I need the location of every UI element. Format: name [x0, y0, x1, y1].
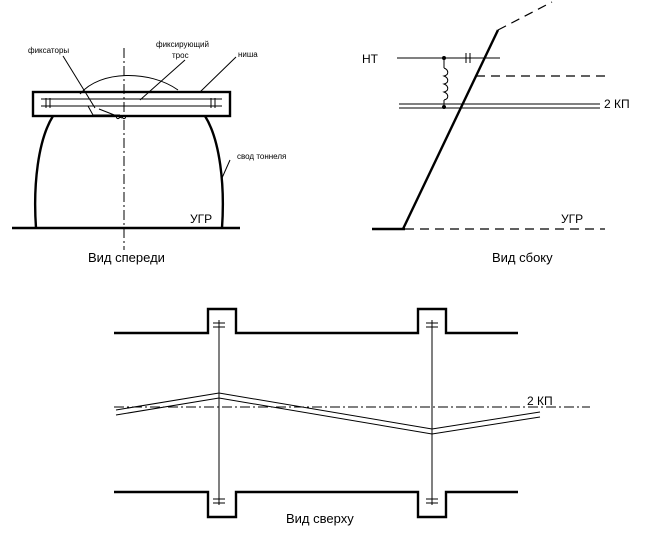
- label-fixing-cable-1: фиксирующий: [156, 40, 209, 49]
- label-side-ugr: УГР: [561, 212, 583, 226]
- leader-fixators: [62, 55, 96, 109]
- caption-front-view: Вид спереди: [88, 250, 165, 265]
- dropper-spring: [442, 67, 449, 101]
- fixator-clamp-a: [115, 114, 121, 120]
- niche-box: [31, 90, 232, 118]
- side-wall: [401, 29, 500, 230]
- label-top-2kp: 2 КП: [527, 394, 553, 408]
- label-vault: свод тоннеля: [237, 152, 286, 161]
- dropper-node-top: [442, 56, 446, 60]
- tunnel-vault: [33, 115, 55, 229]
- top-wall-lower: [114, 490, 518, 519]
- caption-side-view: Вид сбоку: [492, 250, 553, 265]
- leader-fixing-cable: [139, 59, 186, 101]
- fixator: [87, 105, 123, 119]
- zigzag-wire-a: [115, 392, 541, 430]
- side-view: НТ 2 КП УГР Вид сбоку: [362, 1, 630, 265]
- tunnel-vault-right: [203, 115, 225, 229]
- label-front-ugr: УГР: [190, 212, 212, 226]
- label-side-2kp: 2 КП: [604, 97, 630, 111]
- zigzag-wire-b: [115, 397, 541, 435]
- tunnel-vault-top: [79, 74, 179, 95]
- front-view: фиксаторы фиксирующий трос ниша свод тон…: [12, 40, 286, 265]
- top-wall-upper: [114, 307, 518, 335]
- leader-vault: [221, 159, 231, 179]
- label-fixators: фиксаторы: [28, 46, 69, 55]
- label-fixing-cable-2: трос: [172, 51, 189, 60]
- top-view: 2 КП Вид сверху: [114, 307, 590, 526]
- label-niche: ниша: [238, 50, 258, 59]
- caption-top-view: Вид сверху: [286, 511, 354, 526]
- side-wall-dashed: [497, 1, 553, 31]
- leader-niche: [199, 56, 237, 93]
- label-nt: НТ: [362, 52, 379, 66]
